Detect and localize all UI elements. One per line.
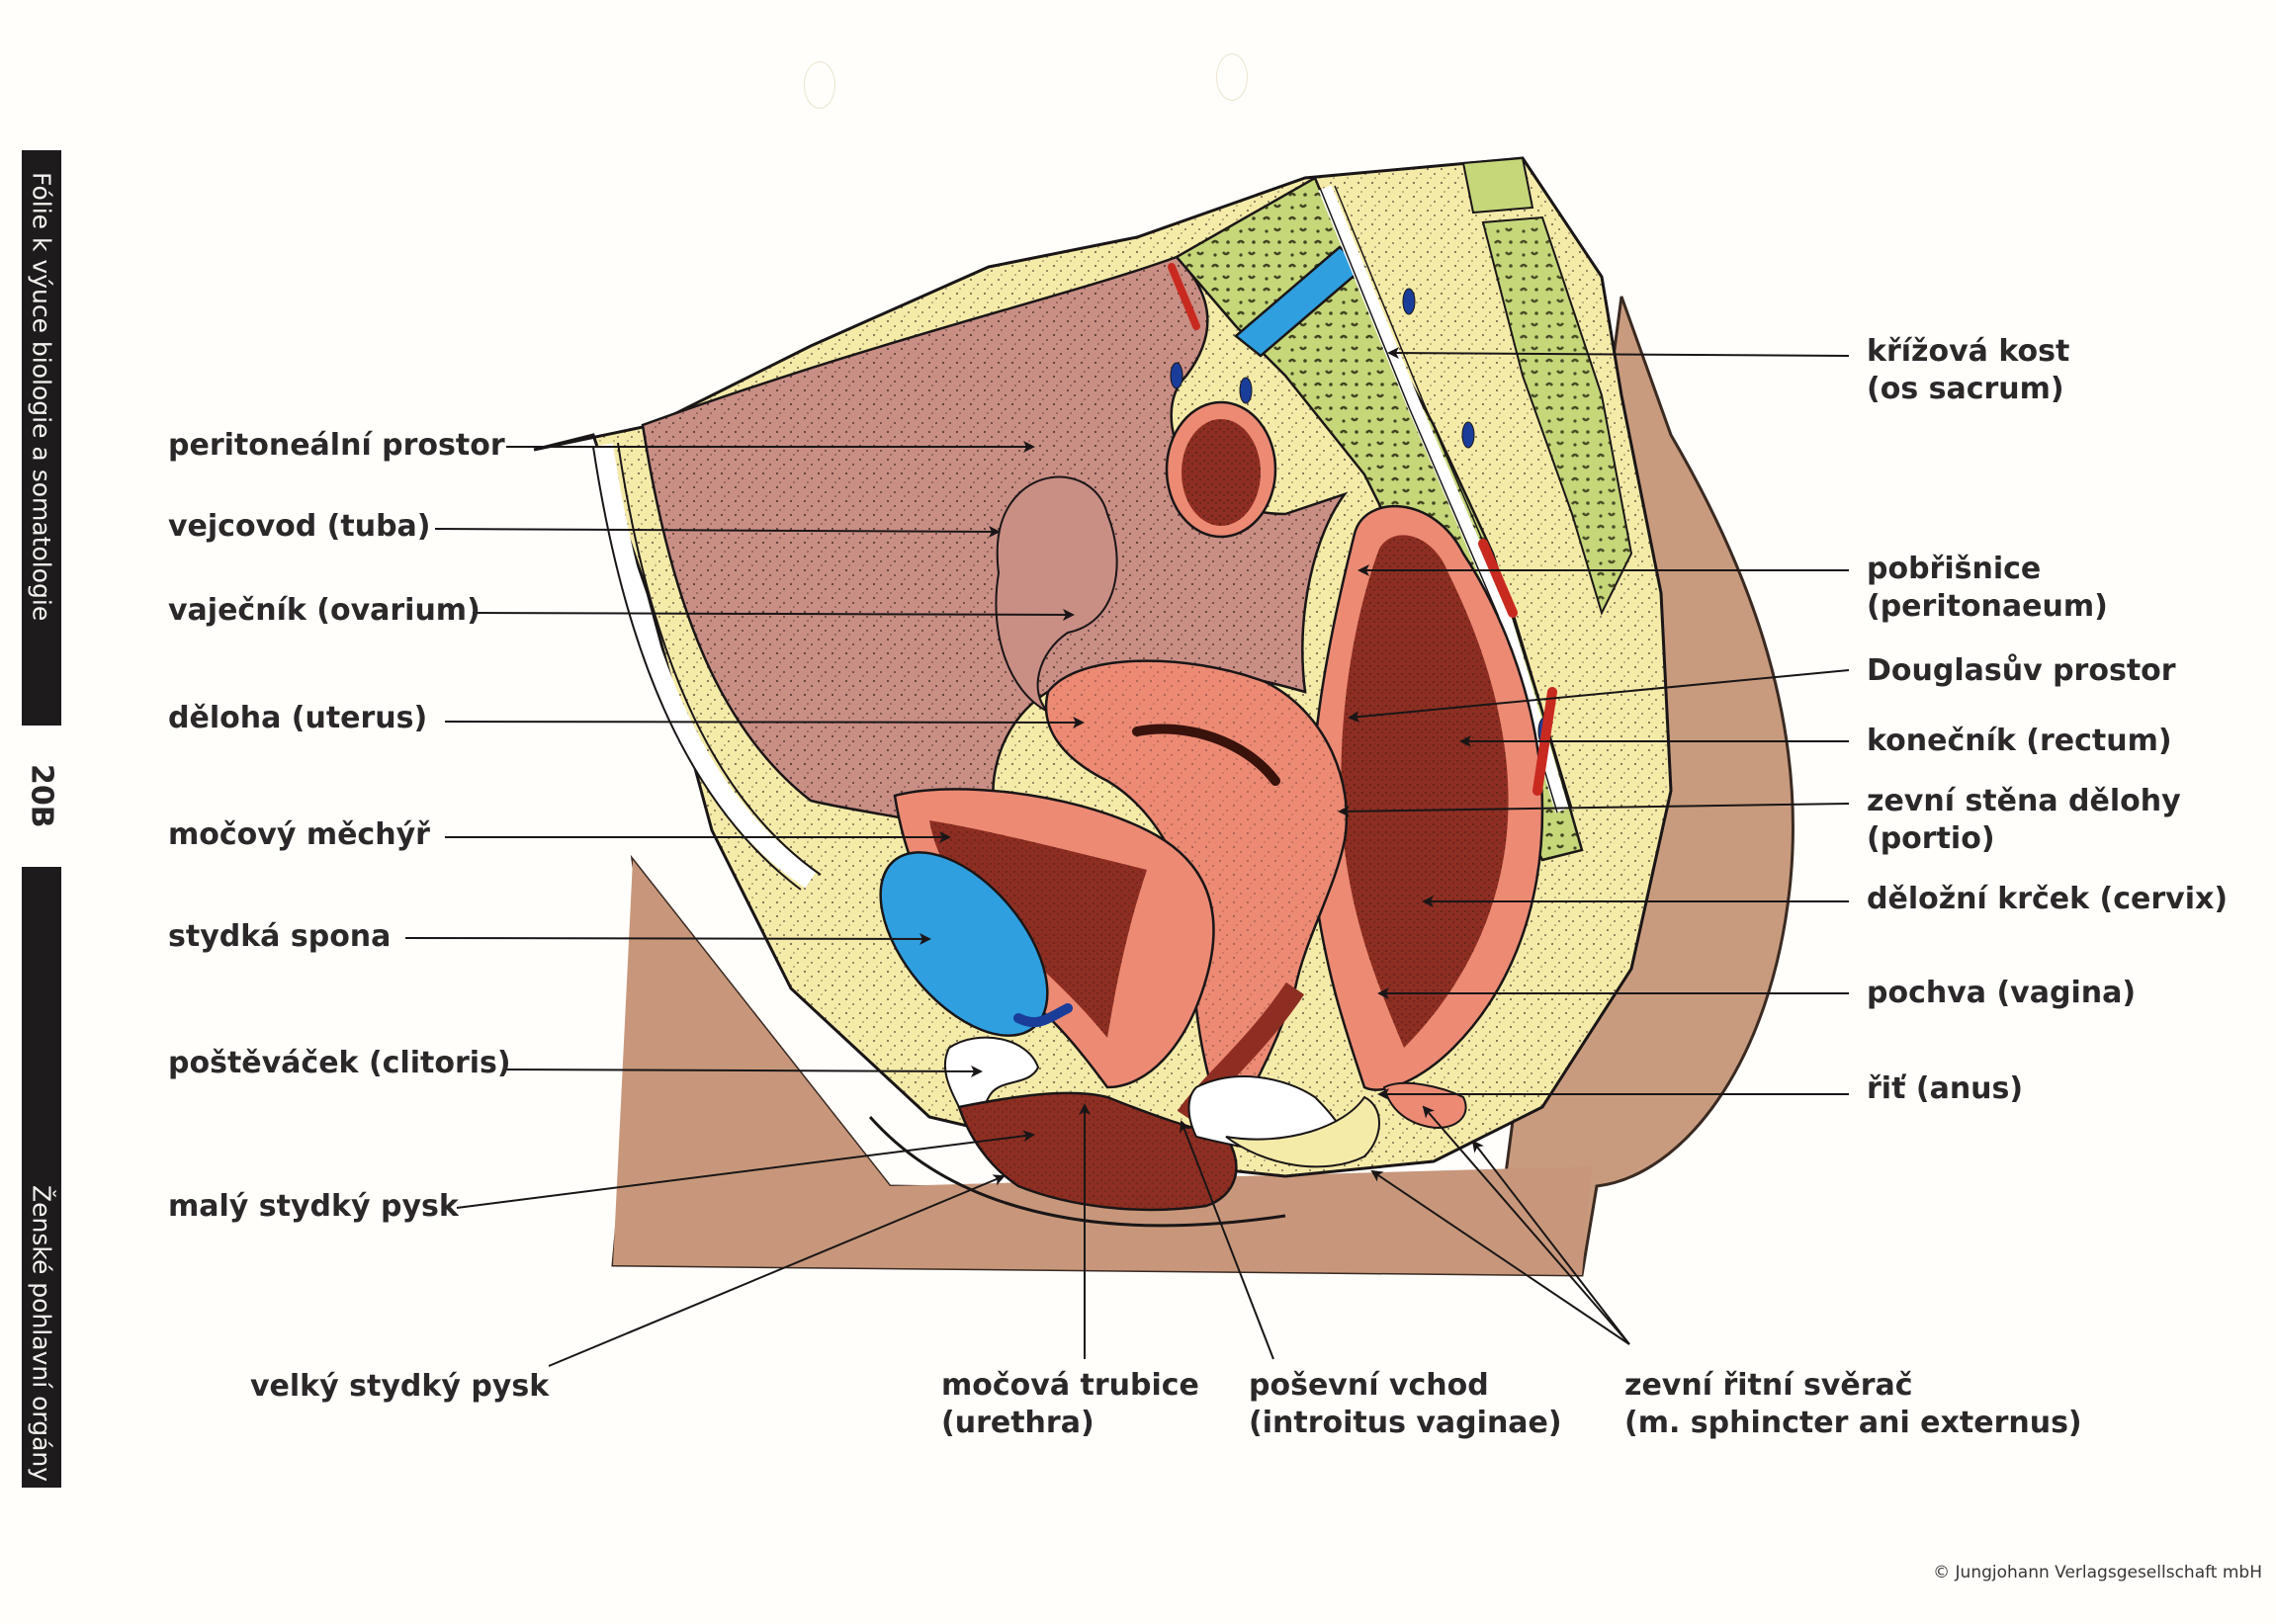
label-text: vaječník (ovarium) [168, 593, 481, 628]
label-text: pobřišnice [1867, 552, 2042, 586]
label-peritoneal-space: peritoneální prostor [168, 427, 505, 465]
label-rectum: konečník (rectum) [1867, 723, 2172, 760]
sidebar-band-top [22, 150, 61, 726]
leader-line [1370, 1169, 1630, 1345]
abdominal-wall [593, 443, 817, 889]
label-anal-sphincter: zevní řitní svěrač(m. sphincter ani exte… [1624, 1367, 2082, 1442]
label-text: konečník (rectum) [1867, 724, 2172, 758]
label-text: velký stydký pysk [250, 1369, 550, 1404]
label-text: děloha (uterus) [168, 701, 428, 735]
label-bladder: močový měchýř [168, 816, 430, 854]
label-text: vejcovod (tuba) [168, 509, 431, 544]
leader-line [1471, 1140, 1630, 1345]
label-text: močový měchýř [168, 817, 430, 852]
leader-line [456, 1130, 1035, 1209]
leader-line [1422, 1105, 1630, 1345]
vulva [868, 1091, 1286, 1228]
label-text: Douglasův prostor [1867, 653, 2176, 688]
binder-hole-left [804, 61, 835, 109]
label-text: řiť (anus) [1867, 1071, 2024, 1106]
label-vagina: pochva (vagina) [1867, 975, 2136, 1012]
label-pubic-symphysis: stydká spona [168, 918, 391, 956]
leader-line [1387, 347, 1850, 360]
label-text: (portio) [1867, 821, 1995, 856]
label-text: stydká spona [168, 919, 392, 954]
sidebar-band-bottom [22, 867, 61, 1488]
label-peritoneum: pobřišnice(peritonaeum) [1867, 551, 2108, 626]
label-uterus: děloha (uterus) [168, 700, 427, 737]
label-text: pochva (vagina) [1867, 976, 2137, 1010]
label-labia-minora: malý stydký pysk [168, 1188, 459, 1226]
peritoneal-cavity [641, 255, 1349, 843]
label-text: poševní vchod [1249, 1368, 1489, 1403]
binder-hole-right [1216, 53, 1248, 101]
label-cervix: děložní krček (cervix) [1867, 881, 2228, 918]
leader-line [404, 932, 931, 945]
rectum [1310, 504, 1544, 1091]
sheet-title: Ženské pohlavní orgány [27, 1184, 56, 1482]
leader-line [1348, 669, 1850, 724]
label-text: křížová kost [1867, 334, 2070, 369]
leader-line [444, 716, 1085, 728]
label-text: poštěváček (clitoris) [168, 1046, 511, 1080]
label-fallopian-tube: vejcovod (tuba) [168, 508, 431, 546]
label-vaginal-introitus: poševní vchod(introitus vaginae) [1249, 1367, 1562, 1442]
clitoris-shape [943, 1036, 1040, 1119]
leader-line [1338, 803, 1850, 817]
label-urethra: močová trubice(urethra) [941, 1367, 1199, 1442]
label-douglas-pouch: Douglasův prostor [1867, 652, 2176, 690]
label-sacrum: křížová kost(os sacrum) [1867, 333, 2069, 408]
leader-line [472, 608, 1075, 621]
leader-line [505, 1065, 983, 1077]
leader-line [548, 1174, 1006, 1367]
label-text: (urethra) [941, 1406, 1094, 1440]
label-text: (introitus vaginae) [1249, 1406, 1562, 1440]
label-text: (os sacrum) [1867, 372, 2064, 406]
label-text: peritoneální prostor [168, 428, 505, 463]
label-labia-majora: velký stydký pysk [250, 1368, 549, 1406]
label-clitoris: poštěváček (clitoris) [168, 1045, 511, 1082]
label-text: malý stydký pysk [168, 1189, 459, 1224]
leader-lines [404, 347, 1850, 1367]
label-anus: řiť (anus) [1867, 1070, 2023, 1108]
ovary-shape [995, 475, 1118, 713]
leader-line [1180, 1120, 1274, 1360]
label-text: děložní krček (cervix) [1867, 882, 2229, 916]
pubic-symphysis [879, 851, 1073, 1037]
sheet-number: 20B [24, 763, 59, 828]
label-ovary: vaječník (ovarium) [168, 592, 481, 630]
label-text: zevní řitní svěrač [1624, 1368, 1913, 1403]
label-text: (m. sphincter ani externus) [1624, 1406, 2082, 1440]
label-text: (peritonaeum) [1867, 589, 2108, 624]
bladder [893, 788, 1215, 1089]
leader-line [434, 525, 1001, 538]
sigmoid-colon [1165, 400, 1277, 539]
copyright: © Jungjohann Verlagsgesellschaft mbH [1933, 1563, 2262, 1582]
label-text: močová trubice [941, 1368, 1199, 1403]
label-text: zevní stěna dělohy [1867, 784, 2181, 818]
series-title: Fólie k výuce biologie a somatologie [27, 172, 56, 622]
label-portio: zevní stěna dělohy(portio) [1867, 783, 2181, 858]
